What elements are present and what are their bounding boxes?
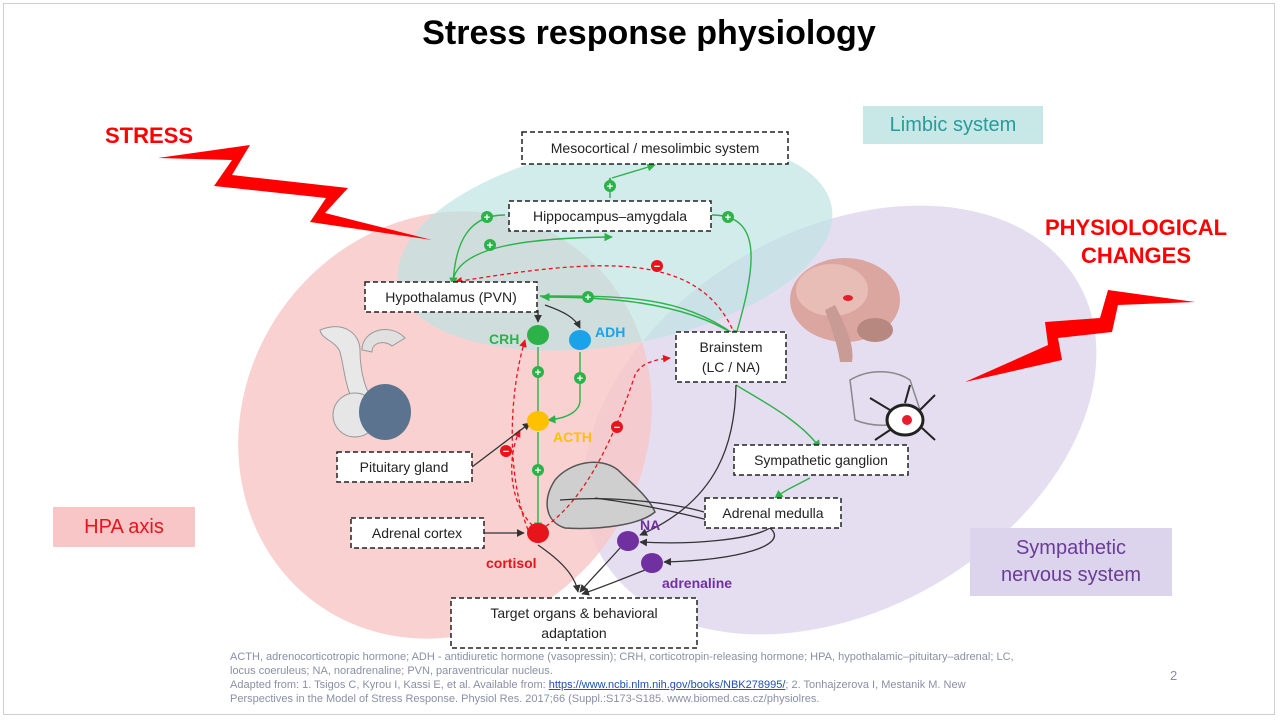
slide-title: Stress response physiology — [422, 14, 876, 52]
box-hippocampus: Hippocampus–amygdala — [508, 200, 712, 232]
sns-label-line1: Sympathetic — [1015, 537, 1127, 559]
minus-signs: − − − — [500, 260, 663, 458]
sympathetic-nervous-system-label: Sympathetic nervous system — [970, 528, 1172, 596]
minus-sign: − — [614, 422, 620, 434]
hippocampus-label: Hippocampus–amygdala — [533, 208, 687, 224]
plus-signs: + + + + + + + + — [481, 180, 734, 477]
adrenaline-node — [641, 553, 663, 573]
hypothalamus-label: Hypothalamus (PVN) — [385, 289, 517, 305]
brain-illustration — [790, 258, 900, 362]
adh-node — [569, 330, 591, 350]
na-node — [617, 531, 639, 551]
adrenaline-label: adrenaline — [662, 575, 732, 591]
footnote-adapted-prefix: Adapted from: 1. Tsigos C, Kyrou I, Kass… — [230, 679, 549, 691]
page-number: 2 — [1170, 668, 1178, 683]
sympathetic-ganglion-label: Sympathetic ganglion — [754, 452, 888, 468]
adrenal-cortex-label: Adrenal cortex — [372, 525, 462, 541]
adrenal-medulla-label: Adrenal medulla — [722, 505, 823, 521]
limbic-system-label: Limbic system — [863, 106, 1043, 144]
box-pituitary: Pituitary gland — [336, 451, 473, 483]
stress-label: STRESS — [104, 123, 194, 148]
footnote-abbreviations: ACTH, adrenocorticotropic hormone; ADH -… — [230, 651, 1014, 677]
cortisol-node — [527, 523, 549, 543]
physiological-bolt — [965, 290, 1195, 382]
adh-label: ADH — [595, 324, 625, 340]
physiological-label-line1: PHYSIOLOGICAL — [1044, 215, 1228, 240]
box-brainstem: Brainstem (LC / NA) — [675, 331, 787, 383]
footnote-link[interactable]: https://www.ncbi.nlm.nih.gov/books/NBK27… — [548, 679, 786, 691]
green-connectors — [449, 163, 821, 531]
footnote-adapted-suffix: ; 2. Tonhajzerova I, Mestanik M. New Per… — [230, 679, 966, 705]
hpa-axis-label: HPA axis — [53, 507, 195, 547]
footnote-references: Adapted from: 1. Tsigos C, Kyrou I, Kass… — [230, 678, 1030, 706]
pituitary-illustration — [319, 326, 411, 440]
box-target-organs: Target organs & behavioral adaptation — [450, 597, 698, 649]
box-adrenal-medulla: Adrenal medulla — [704, 497, 842, 529]
box-mesocortical: Mesocortical / mesolimbic system — [521, 131, 789, 165]
plus-sign: + — [487, 240, 493, 252]
plus-sign: + — [725, 212, 731, 224]
sns-label-line2: nervous system — [1000, 564, 1142, 586]
plus-sign: + — [607, 181, 613, 193]
physiological-changes-label: PHYSIOLOGICAL CHANGES — [1030, 214, 1242, 270]
ganglion-illustration — [849, 371, 936, 441]
footnote: ACTH, adrenocorticotropic hormone; ADH -… — [230, 650, 1030, 706]
brainstem-label-line2: (LC / NA) — [702, 359, 760, 375]
minus-sign: − — [503, 446, 509, 458]
red-feedback-connectors — [454, 265, 736, 531]
plus-sign: + — [484, 212, 490, 224]
pituitary-label: Pituitary gland — [360, 459, 449, 475]
target-organs-label-line1: Target organs & behavioral — [490, 605, 657, 621]
box-sympathetic-ganglion: Sympathetic ganglion — [733, 444, 909, 476]
brainstem-label-line1: Brainstem — [699, 339, 762, 355]
box-hypothalamus: Hypothalamus (PVN) — [364, 281, 538, 313]
box-adrenal-cortex: Adrenal cortex — [350, 517, 485, 549]
adrenal-illustration — [546, 461, 656, 530]
physiological-label-line2: CHANGES — [1080, 243, 1191, 268]
plus-sign: + — [585, 292, 591, 304]
plus-sign: + — [535, 367, 541, 379]
plus-sign: + — [577, 373, 583, 385]
cortisol-label: cortisol — [486, 555, 537, 571]
crh-label: CRH — [489, 331, 519, 347]
acth-label: ACTH — [553, 429, 592, 445]
na-label: NA — [640, 517, 660, 533]
target-organs-label-line2: adaptation — [541, 625, 606, 641]
minus-sign: − — [654, 261, 660, 273]
mesocortical-label: Mesocortical / mesolimbic system — [551, 140, 760, 156]
plus-sign: + — [535, 465, 541, 477]
acth-node — [527, 411, 549, 431]
stress-bolt — [158, 145, 432, 240]
dark-connectors — [471, 304, 776, 596]
crh-node — [527, 325, 549, 345]
